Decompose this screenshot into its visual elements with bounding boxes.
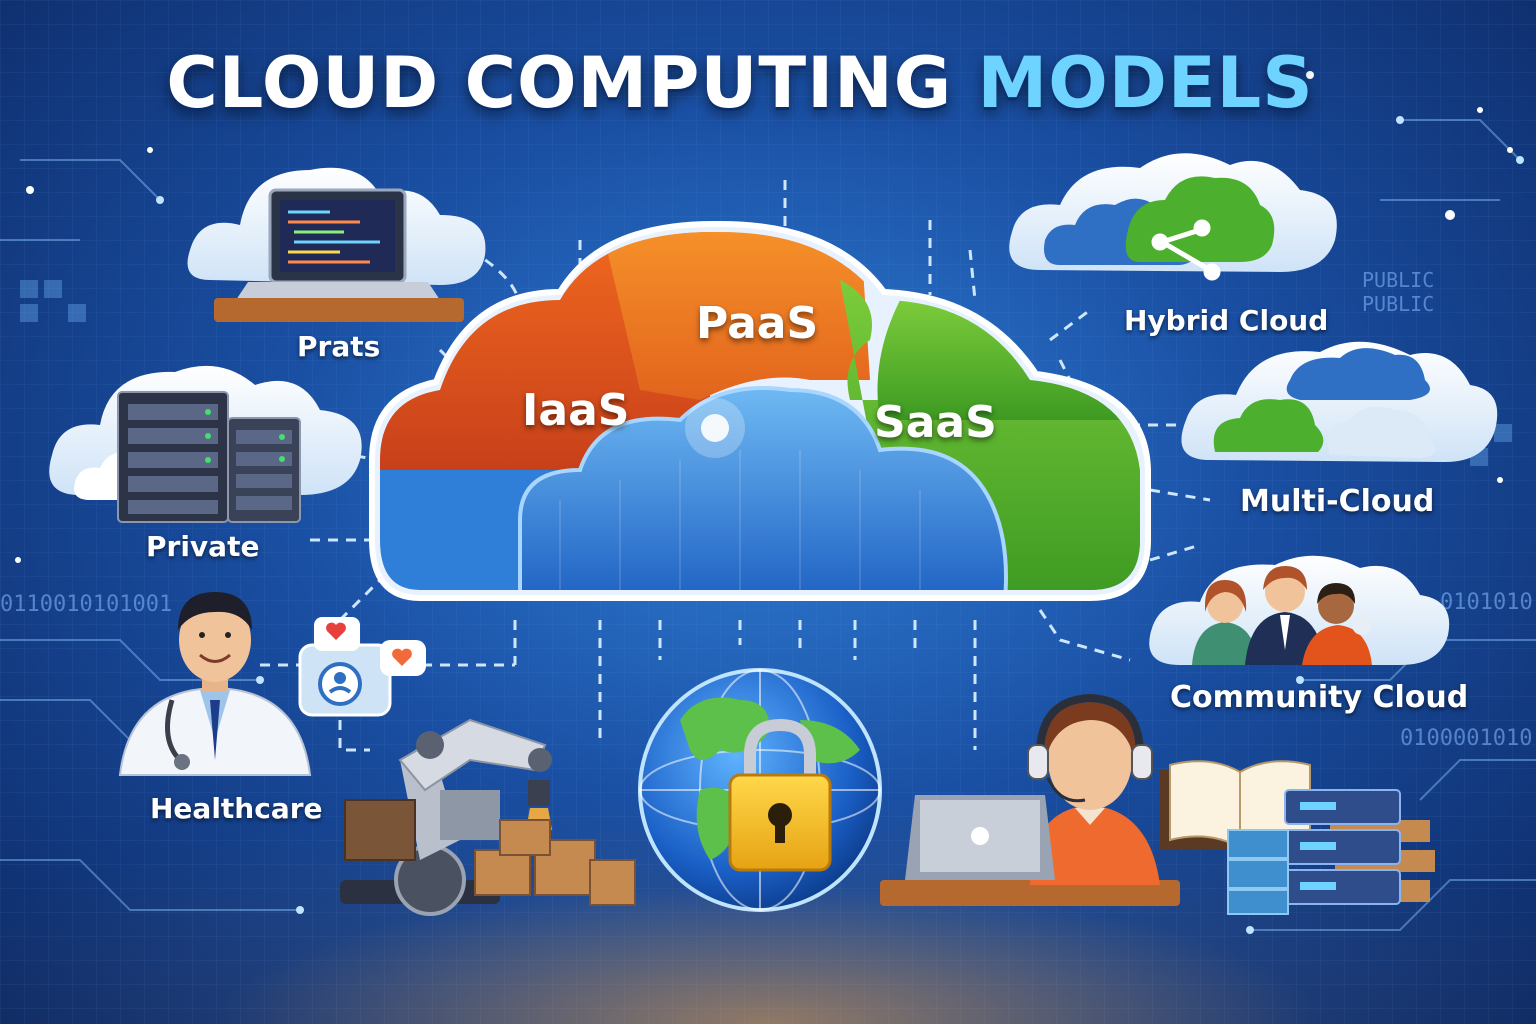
padlock-icon [728,718,832,872]
saas-label: SaaS [874,397,997,448]
community-people-icon [1192,566,1372,665]
private-label: Private [146,530,260,563]
laptop-cloud-group [187,167,486,322]
core-cloud [518,386,1008,590]
community-cloud-label: Community Cloud [1170,680,1469,715]
multi-cloud-label: Multi-Cloud [1240,484,1435,519]
binary-bg-text-right-2: 0100001010 [1400,726,1533,751]
title-accent: MODELS [977,42,1314,124]
prats-label: Prats [297,330,381,363]
central-cloud [369,220,1151,601]
books-icon [1160,760,1435,915]
hybrid-cloud-group [1009,153,1337,281]
doctor-icon [118,592,312,776]
community-cloud-group [1149,555,1450,665]
page-title: CLOUD COMPUTING MODELS [0,42,1480,124]
health-chat-icon [298,617,426,717]
binary-bg-text-right: 0101010 [1440,590,1533,615]
server-cloud-group [49,365,362,523]
robot-arm-icon [340,718,636,916]
student-headset-icon [880,693,1180,906]
healthcare-label: Healthcare [150,792,323,825]
paas-segment [600,231,870,400]
binary-bg-text-left: 0110010101001 [0,592,173,617]
hybrid-share-icon [1151,219,1221,281]
hybrid-cloud-label: Hybrid Cloud [1124,304,1329,337]
server-rack-icon [117,391,301,523]
public-bg-text-2: PUBLIC [1362,292,1435,316]
public-bg-text-1: PUBLIC [1362,268,1435,292]
iaas-label: IaaS [522,385,630,436]
paas-label: PaaS [696,298,819,349]
laptop-icon [214,188,464,322]
multi-cloud-group [1181,341,1498,462]
title-main: CLOUD COMPUTING [166,42,953,124]
